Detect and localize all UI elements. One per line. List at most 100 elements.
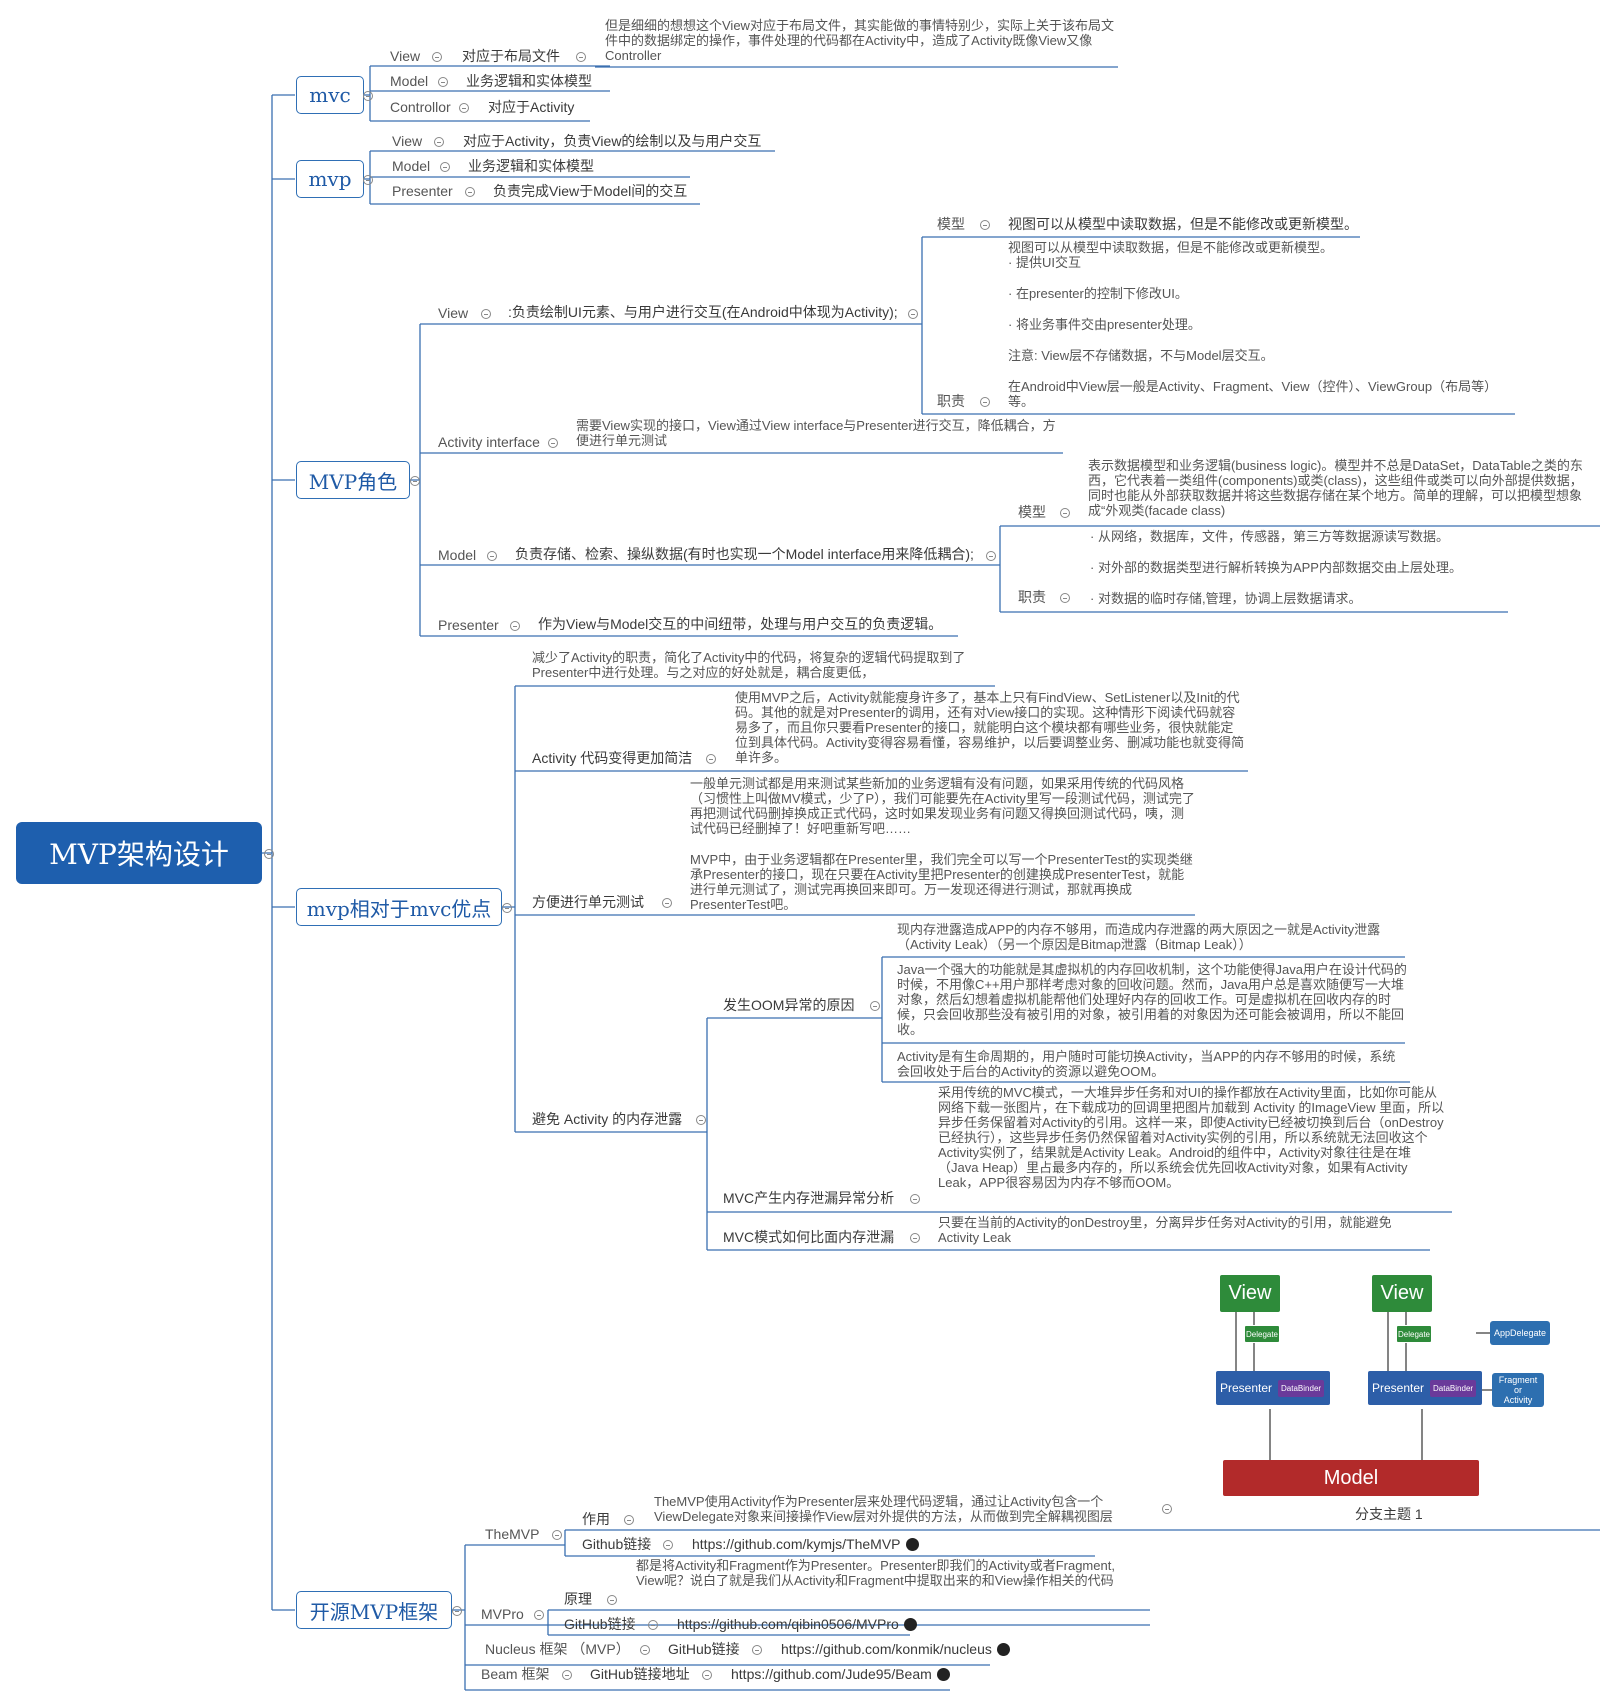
collapse-icon[interactable] [440,162,450,172]
collapse-icon[interactable] [552,1530,562,1540]
node-mvp-roles[interactable]: MVP角色 [296,461,410,499]
collapse-icon[interactable] [980,397,990,407]
adv-activity-simpler[interactable]: Activity 代码变得更加简洁 [532,750,693,766]
diagram-caption: 分支主题 1 [1355,1506,1423,1522]
collapse-icon[interactable] [576,52,586,62]
collapse-icon[interactable] [481,309,491,319]
collapse-icon[interactable] [702,1670,712,1680]
collapse-icon[interactable] [410,476,420,486]
adv-oom-note: 现内存泄露造成APP的内存不够用，而造成内存泄露的两大原因之一就是Activit… [897,922,1381,952]
collapse-icon[interactable] [910,1233,920,1243]
oss-nucleus-link[interactable]: https://github.com/konmik/nucleus [781,1642,1010,1657]
collapse-icon[interactable] [548,438,558,448]
oss-themvp[interactable]: TheMVP [485,1526,540,1542]
collapse-icon[interactable] [502,903,512,913]
collapse-icon[interactable] [607,1595,617,1605]
diagram-view-box-2: View [1372,1275,1432,1312]
collapse-icon[interactable] [640,1645,650,1655]
oss-themvp-github[interactable]: Github链接 [582,1536,652,1552]
mvc-view-note: 但是细细的想想这个View对应于布局文件，其实能做的事情特别少，实际上关于该布局… [605,18,1114,63]
oss-themvp-link[interactable]: https://github.com/kymjs/TheMVP [692,1537,919,1552]
collapse-icon[interactable] [663,1540,673,1550]
mvp-model-desc: 业务逻辑和实体模型 [468,158,594,174]
collapse-icon[interactable] [706,754,716,764]
adv-oom-reason[interactable]: 发生OOM异常的原因 [723,997,855,1013]
oss-mvpro-link[interactable]: https://github.com/qibin0506/MVPro [677,1617,917,1632]
oss-beam[interactable]: Beam 框架 [481,1666,550,1682]
oss-mvpro[interactable]: MVPro [481,1606,524,1622]
collapse-icon[interactable] [696,1115,706,1125]
role-view-duty[interactable]: 职责 [937,393,965,409]
github-icon[interactable] [903,1618,917,1631]
mvc-model[interactable]: Model [390,73,429,89]
collapse-icon[interactable] [434,137,444,147]
role-view-desc: :负责绘制UI元素、与用户进行交互(在Android中体现为Activity); [508,304,898,320]
collapse-icon[interactable] [624,1515,634,1525]
collapse-icon[interactable] [510,621,520,631]
adv-memory-leak[interactable]: 避免 Activity 的内存泄露 [532,1111,683,1127]
role-presenter[interactable]: Presenter [438,617,499,633]
github-icon[interactable] [936,1668,950,1681]
collapse-icon[interactable] [562,1670,572,1680]
oss-themvp-usage[interactable]: 作用 [582,1511,610,1527]
mvp-model[interactable]: Model [392,158,431,174]
adv-mvc-avoid-leak[interactable]: MVC模式如何比面内存泄漏 [723,1229,895,1245]
collapse-icon[interactable] [870,1001,880,1011]
collapse-icon[interactable] [752,1645,762,1655]
collapse-icon[interactable] [264,849,274,859]
node-open-source[interactable]: 开源MVP框架 [296,1591,452,1629]
adv-mvc-leak-analysis[interactable]: MVC产生内存泄漏异常分析 [723,1190,895,1206]
collapse-icon[interactable] [363,175,373,185]
diagram-view-box: View [1220,1275,1280,1312]
collapse-icon[interactable] [438,77,448,87]
role-view-model[interactable]: 模型 [937,216,965,232]
role-presenter-desc: 作为View与Model交互的中间纽带，处理与用户交互的负责逻辑。 [538,616,943,632]
role-model-model[interactable]: 模型 [1018,504,1046,520]
oss-nucleus-github[interactable]: GitHub链接 [668,1641,740,1657]
collapse-icon[interactable] [908,309,918,319]
github-icon[interactable] [905,1538,919,1551]
collapse-icon[interactable] [910,1194,920,1204]
node-mvp-advantages[interactable]: mvp相对于mvc优点 [296,888,502,926]
collapse-icon[interactable] [980,220,990,230]
collapse-icon[interactable] [1060,508,1070,518]
collapse-icon[interactable] [487,551,497,561]
collapse-icon[interactable] [534,1610,544,1620]
node-mvp[interactable]: mvp [296,160,364,198]
role-model-duty[interactable]: 职责 [1018,589,1046,605]
collapse-icon[interactable] [662,898,672,908]
role-activity-interface[interactable]: Activity interface [438,434,540,450]
mvc-controller[interactable]: Controllor [390,99,451,115]
collapse-icon[interactable] [986,551,996,561]
root-node[interactable]: MVP架构设计 [16,822,262,884]
oss-beam-github[interactable]: GitHub链接地址 [590,1666,690,1682]
role-model-model-note: 表示数据模型和业务逻辑(business logic)。模型并不总是DataSe… [1088,458,1583,518]
collapse-icon[interactable] [432,52,442,62]
collapse-icon[interactable] [465,187,475,197]
node-mvc[interactable]: mvc [296,76,364,114]
oss-nucleus[interactable]: Nucleus 框架 （MVP） [485,1641,630,1657]
mvp-presenter[interactable]: Presenter [392,183,453,199]
oss-beam-link[interactable]: https://github.com/Jude95/Beam [731,1667,950,1682]
oss-mvpro-github[interactable]: GitHub链接 [564,1616,636,1632]
collapse-icon[interactable] [648,1620,658,1630]
collapse-icon[interactable] [1162,1504,1172,1514]
role-model[interactable]: Model [438,547,477,563]
collapse-icon[interactable] [459,103,469,113]
adv-b-detail: MVP中，由于业务逻辑都在Presenter里，我们完全可以写一个Present… [690,852,1193,912]
mvc-view[interactable]: View [390,48,421,64]
diagram-fragment-box: Fragment or Activity [1492,1373,1544,1407]
adv-unit-test[interactable]: 方便进行单元测试 [532,894,644,910]
oss-mvpro-principle[interactable]: 原理 [564,1591,592,1607]
collapse-icon[interactable] [1060,593,1070,603]
collapse-icon[interactable] [452,1606,462,1616]
oss-mvpro-principle-note: 都是将Activity和Fragment作为Presenter。Presente… [636,1558,1115,1588]
mvp-view[interactable]: View [392,133,423,149]
diagram-model-box: Model [1223,1460,1479,1496]
collapse-icon[interactable] [363,91,373,101]
diagram-delegate-box: Delegate [1244,1325,1280,1343]
github-icon[interactable] [996,1643,1010,1656]
diagram-appdelegate-box: AppDelegate [1490,1321,1550,1345]
role-view[interactable]: View [438,305,469,321]
